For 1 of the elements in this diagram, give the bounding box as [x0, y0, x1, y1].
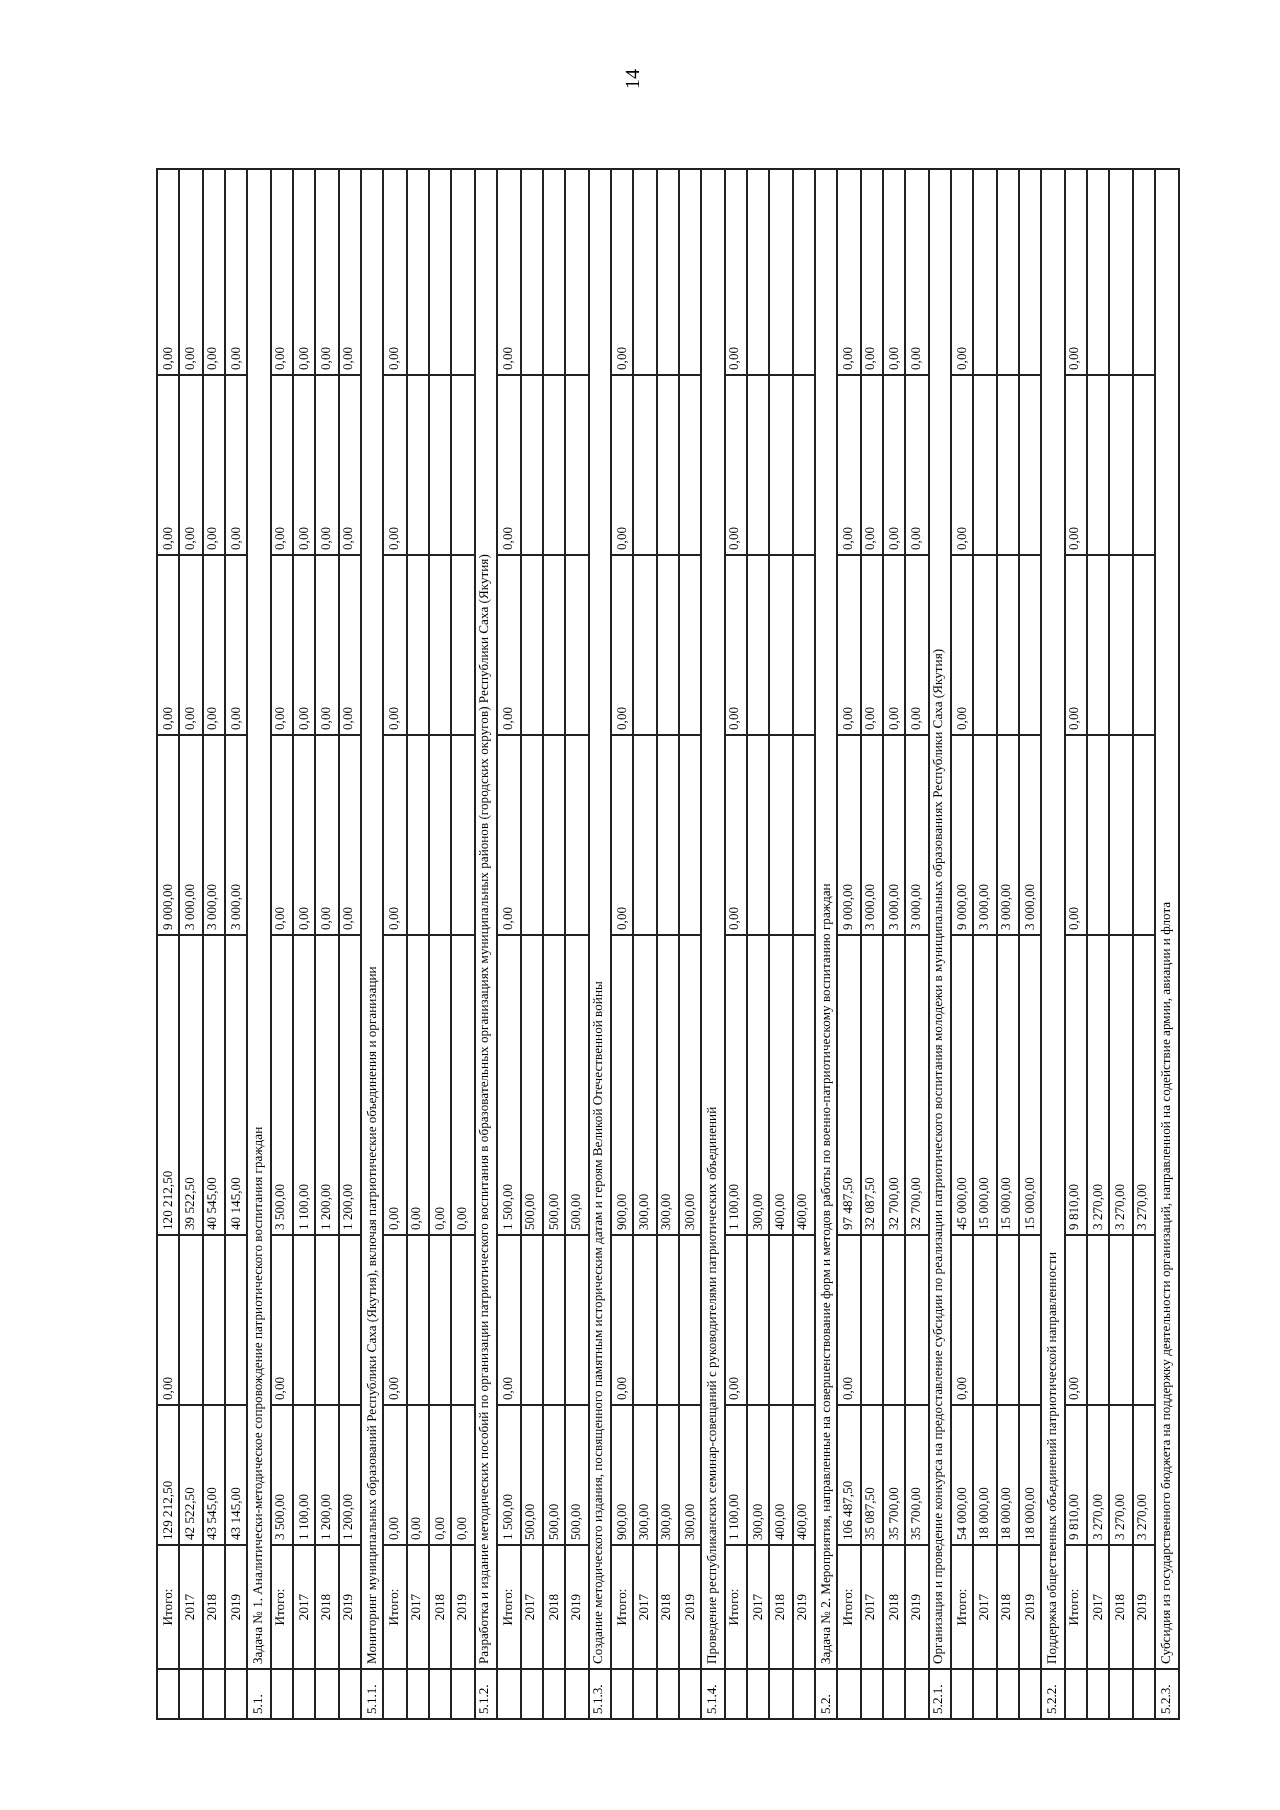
page-number: 14 — [623, 69, 645, 89]
